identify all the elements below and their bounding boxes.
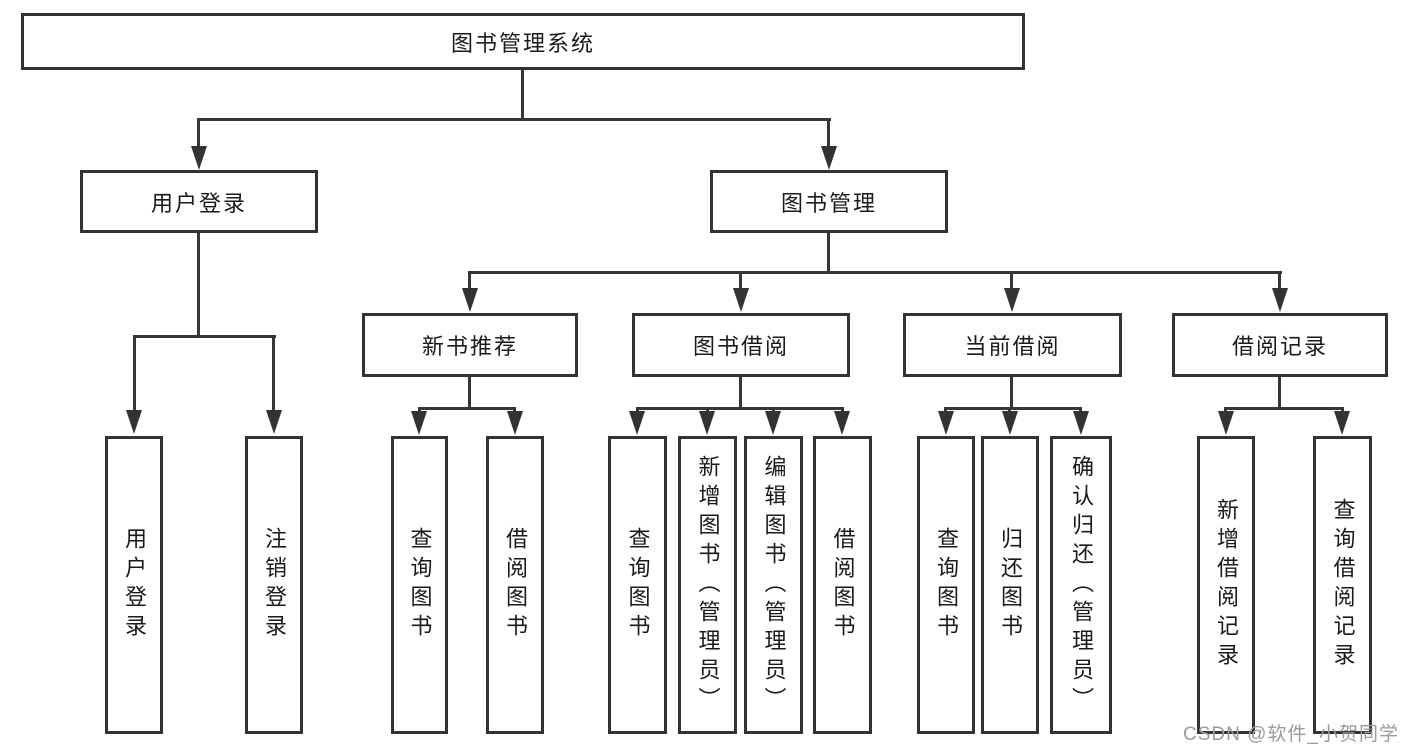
arrowhead-down bbox=[699, 411, 715, 435]
leaf-cb-return-books: 归还图书 bbox=[981, 436, 1039, 734]
connector-line bbox=[706, 407, 709, 413]
node-label: 图书管理系统 bbox=[450, 30, 595, 56]
leaf-label: 确认归还（管理员） bbox=[1069, 454, 1094, 716]
connector-line bbox=[1010, 377, 1013, 407]
leaf-nb-borrow-books: 借阅图书 bbox=[486, 436, 544, 734]
leaf-label: 借阅图书 bbox=[830, 527, 856, 643]
leaf-cb-confirm-return-admin: 确认归还（管理员） bbox=[1050, 436, 1112, 734]
connector-line bbox=[827, 233, 830, 271]
connector-line bbox=[1008, 407, 1011, 413]
leaf-bb-query-books: 查询图书 bbox=[608, 436, 667, 734]
node-borrow-record: 借阅记录 bbox=[1172, 313, 1388, 377]
connector-line bbox=[1079, 407, 1082, 413]
connector-line bbox=[197, 233, 200, 335]
arrowhead-down bbox=[411, 411, 427, 435]
leaf-label: 借阅图书 bbox=[503, 527, 528, 643]
leaf-label: 用户登录 bbox=[122, 527, 147, 643]
arrowhead-down bbox=[1002, 411, 1018, 435]
leaf-label: 新增图书（管理员） bbox=[695, 454, 721, 716]
leaf-cb-query-books: 查询图书 bbox=[917, 436, 975, 734]
leaf-nb-query-books: 查询图书 bbox=[391, 436, 448, 734]
connector-line bbox=[636, 407, 843, 410]
connector-line bbox=[133, 335, 276, 338]
leaf-label: 归还图书 bbox=[998, 527, 1023, 643]
arrowhead-down bbox=[462, 288, 478, 312]
node-user-login: 用户登录 bbox=[80, 170, 318, 233]
arrowhead-down bbox=[834, 411, 850, 435]
leaf-user-login: 用户登录 bbox=[105, 436, 163, 734]
connector-line bbox=[772, 407, 775, 413]
arrowhead-down bbox=[1272, 288, 1288, 312]
arrowhead-down bbox=[191, 146, 207, 170]
leaf-bb-edit-books-admin: 编辑图书（管理员） bbox=[744, 436, 803, 734]
node-book-borrow: 图书借阅 bbox=[632, 313, 850, 377]
connector-line bbox=[1224, 407, 1227, 413]
leaf-br-query-record: 查询借阅记录 bbox=[1313, 436, 1372, 734]
leaf-br-add-record: 新增借阅记录 bbox=[1197, 436, 1255, 734]
connector-line bbox=[197, 118, 200, 146]
connector-line bbox=[739, 271, 742, 288]
arrowhead-down bbox=[938, 411, 954, 435]
connector-line bbox=[468, 271, 471, 288]
connector-line bbox=[1341, 407, 1344, 413]
leaf-label: 查询图书 bbox=[407, 527, 433, 643]
leaf-label: 查询图书 bbox=[625, 527, 651, 643]
node-new-book-recommend: 新书推荐 bbox=[362, 313, 578, 377]
node-label: 图书管理 bbox=[780, 190, 877, 216]
leaf-bb-add-books-admin: 新增图书（管理员） bbox=[678, 436, 737, 734]
leaf-label: 查询借阅记录 bbox=[1330, 498, 1356, 672]
arrowhead-down bbox=[126, 410, 142, 434]
connector-line bbox=[944, 407, 947, 413]
connector-line bbox=[513, 407, 516, 413]
connector-line bbox=[468, 271, 1282, 274]
node-label: 用户登录 bbox=[150, 190, 247, 216]
leaf-label: 查询图书 bbox=[934, 527, 959, 643]
arrowhead-down bbox=[507, 411, 523, 435]
csdn-watermark: CSDN @软件_小贺同学 bbox=[1183, 724, 1399, 745]
connector-line bbox=[418, 407, 421, 413]
connector-line bbox=[468, 377, 471, 407]
leaf-bb-borrow-books: 借阅图书 bbox=[813, 436, 872, 734]
node-book-management: 图书管理 bbox=[710, 170, 948, 233]
arrowhead-down bbox=[1218, 411, 1234, 435]
connector-line bbox=[636, 407, 639, 413]
leaf-label: 编辑图书（管理员） bbox=[761, 454, 787, 716]
connector-line bbox=[133, 335, 136, 410]
connector-line bbox=[418, 407, 516, 410]
connector-line bbox=[1278, 377, 1281, 407]
connector-line bbox=[1010, 271, 1013, 288]
leaf-label: 新增借阅记录 bbox=[1214, 498, 1239, 672]
arrowhead-down bbox=[733, 288, 749, 312]
connector-line bbox=[521, 70, 524, 118]
connector-line bbox=[944, 407, 1081, 410]
node-label: 借阅记录 bbox=[1231, 334, 1328, 359]
connector-line bbox=[827, 118, 830, 146]
arrowhead-down bbox=[1073, 411, 1089, 435]
leaf-label: 注销登录 bbox=[262, 527, 287, 643]
connector-line bbox=[739, 377, 742, 407]
connector-line bbox=[1278, 271, 1281, 288]
leaf-logout: 注销登录 bbox=[245, 436, 303, 734]
arrowhead-down bbox=[1334, 411, 1350, 435]
node-label: 图书借阅 bbox=[692, 334, 789, 359]
node-library-management-system: 图书管理系统 bbox=[21, 13, 1025, 70]
connector-line bbox=[198, 118, 831, 121]
connector-line bbox=[272, 335, 275, 410]
arrowhead-down bbox=[266, 410, 282, 434]
arrowhead-down bbox=[1004, 288, 1020, 312]
arrowhead-down bbox=[821, 146, 837, 170]
connector-line bbox=[1224, 407, 1343, 410]
node-label: 新书推荐 bbox=[421, 334, 518, 359]
node-label: 当前借阅 bbox=[964, 334, 1061, 359]
arrowhead-down bbox=[765, 411, 781, 435]
node-current-borrow: 当前借阅 bbox=[903, 313, 1122, 377]
arrowhead-down bbox=[629, 411, 645, 435]
connector-line bbox=[841, 407, 844, 413]
